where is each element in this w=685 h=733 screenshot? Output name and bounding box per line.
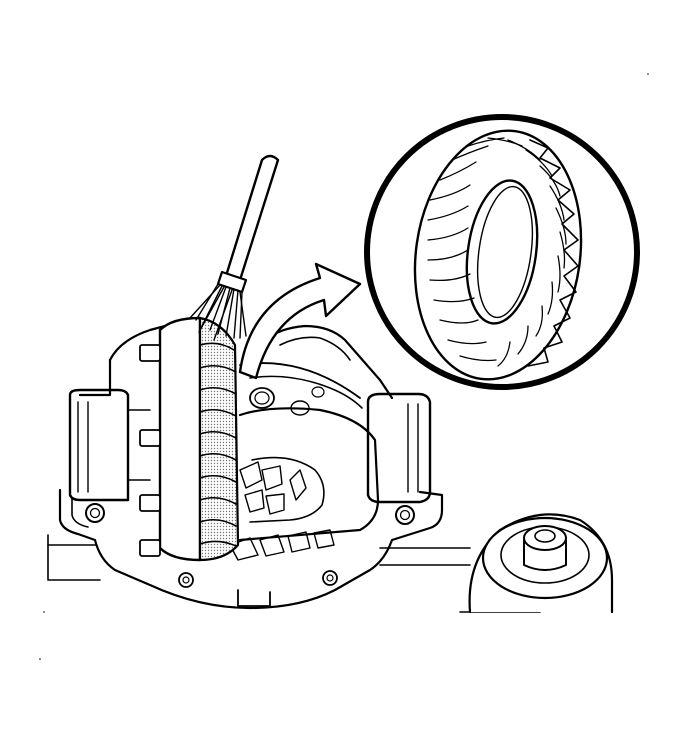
pinion-flange — [468, 513, 614, 614]
arrow-icon — [238, 262, 362, 380]
magnifier-circle-icon — [364, 114, 640, 390]
brush-icon — [189, 154, 280, 341]
ring-gear-icon — [413, 129, 583, 381]
print-specks — [39, 73, 649, 660]
ring-gear — [139, 316, 240, 562]
